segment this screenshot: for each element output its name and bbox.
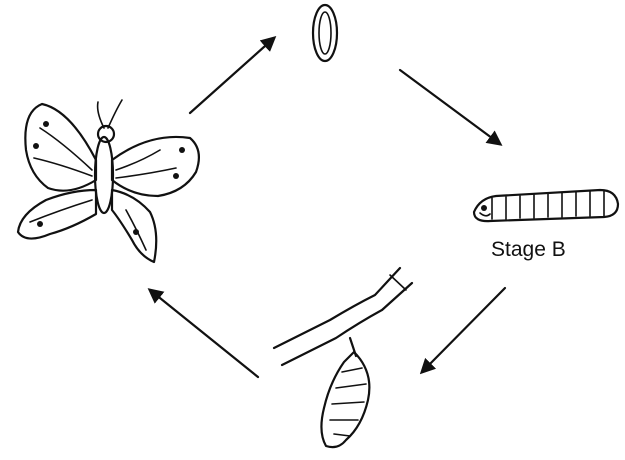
stage-b-label: Stage B [491,238,566,261]
arrow-egg-to-larva [400,70,500,144]
chrysalis-illustration [274,268,412,447]
butterfly-illustration [18,100,199,262]
egg-illustration [313,5,337,61]
arrow-pupa-to-adult [150,290,258,377]
arrow-larva-to-pupa [422,288,505,372]
arrow-adult-to-egg [190,38,274,113]
caterpillar-illustration [474,190,618,221]
